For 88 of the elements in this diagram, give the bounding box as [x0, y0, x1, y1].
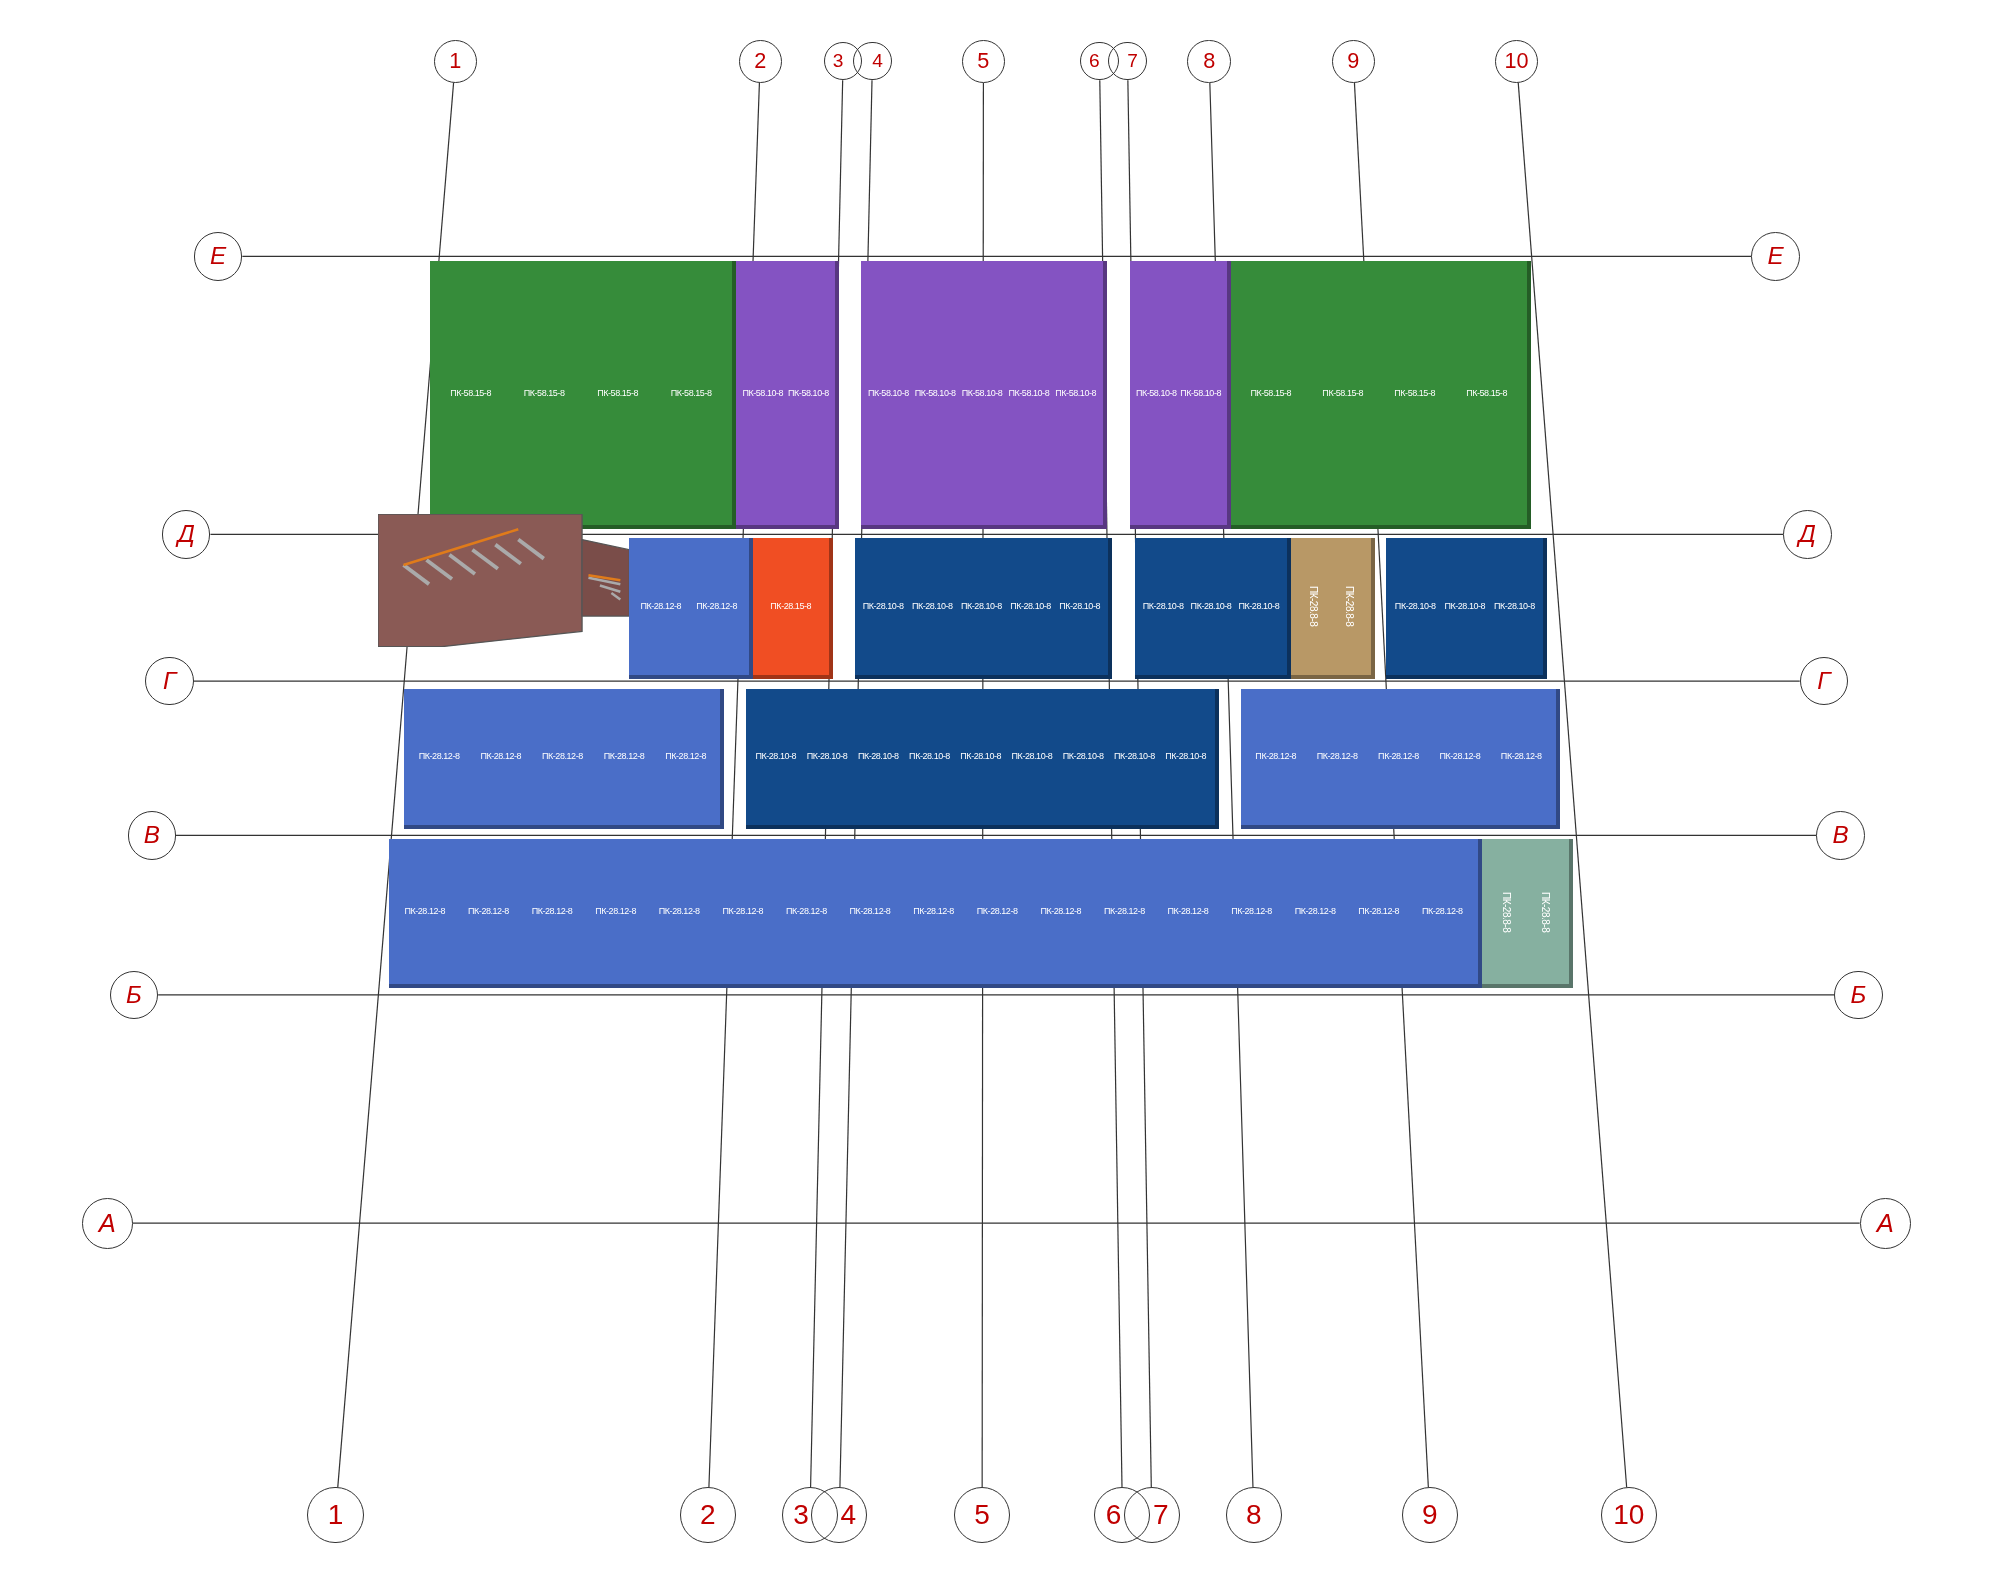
panel-mark: ПК-58.15-8: [1466, 388, 1507, 398]
panel-mark: ПК-28.12-8: [1439, 752, 1481, 762]
panel-mark: ПК-28.8-8: [1343, 586, 1354, 627]
slab-panel-group: [1135, 538, 1291, 679]
panel-mark: ПК-28.12-8: [1316, 752, 1358, 762]
panel-mark: ПК-28.12-8: [531, 907, 573, 917]
panel-mark: ПК-28.12-8: [665, 752, 706, 762]
slab-panel-group: [1130, 261, 1231, 530]
panel-mark: ПК-28.12-8: [1294, 907, 1336, 917]
panel-mark: ПК-58.15-8: [670, 388, 712, 398]
panel-mark: ПК-28.12-8: [640, 601, 682, 611]
panel-mark: ПК-28.12-8: [976, 907, 1018, 917]
panel-mark: ПК-28.12-8: [1421, 907, 1463, 917]
panel-mark: ПК-28.12-8: [1500, 752, 1542, 762]
panel-mark: ПК-28.10-8: [961, 601, 1002, 611]
panel-mark: ПК-28.10-8: [1444, 601, 1486, 611]
axis-marker: Г: [145, 656, 194, 706]
panel-mark: ПК-28.12-8: [542, 752, 583, 762]
slab-panel-group: [860, 261, 1108, 530]
panel-mark: ПК-58.15-8: [1394, 388, 1435, 398]
panel-mark: ПК-28.15-8: [770, 601, 812, 611]
slab-panel-group: [628, 538, 753, 679]
panel-mark: ПК-28.10-8: [960, 752, 1002, 762]
slab-panel-group: [854, 538, 1113, 679]
slab-panel-group: [389, 839, 1483, 989]
slab-panel-group: [404, 688, 725, 830]
panel-mark: ПК-58.15-8: [597, 388, 638, 398]
panel-mark: ПК-58.15-8: [523, 388, 565, 398]
panel-mark: ПК-58.10-8: [742, 388, 784, 398]
panel-mark: ПК-28.12-8: [480, 752, 522, 762]
panel-mark: ПК-28.10-8: [1190, 601, 1232, 611]
panel-mark: ПК-28.10-8: [806, 752, 848, 762]
panel-mark: ПК-28.10-8: [911, 601, 953, 611]
panel-mark: ПК-58.10-8: [961, 388, 1003, 398]
slab-panel-group: [746, 688, 1220, 830]
panel-mark: ПК-28.10-8: [862, 601, 904, 611]
panel-mark: ПК-28.12-8: [1358, 907, 1400, 917]
panel-mark: ПК-28.12-8: [722, 907, 764, 917]
panel-mark: ПК-28.12-8: [913, 907, 954, 917]
panel-mark: ПК-28.10-8: [1165, 752, 1206, 762]
slab-panel-group: [1386, 538, 1548, 679]
panel-mark: ПК-28.10-8: [1059, 601, 1100, 611]
panel-mark: ПК-28.10-8: [755, 752, 797, 762]
slab-panel-group: [1241, 688, 1560, 830]
panel-mark: ПК-58.10-8: [1135, 388, 1177, 398]
panel-mark: ПК-28.12-8: [1040, 907, 1082, 917]
panel-mark: ПК-28.10-8: [909, 752, 950, 762]
panel-mark: ПК-28.8-8: [1307, 586, 1318, 627]
panel-mark: ПК-28.10-8: [1142, 601, 1184, 611]
slab-panel-group: [1290, 538, 1375, 679]
panel-mark: ПК-28.10-8: [1394, 601, 1436, 611]
panel-mark: ПК-58.10-8: [1180, 388, 1221, 398]
panel-mark: ПК-28.8-8: [1500, 891, 1511, 932]
panel-mark: ПК-28.10-8: [1494, 601, 1535, 611]
panel-mark: ПК-58.15-8: [450, 388, 491, 398]
panel-mark: ПК-28.10-8: [857, 752, 899, 762]
panel-mark: ПК-28.10-8: [1011, 752, 1053, 762]
slab-panel-group: [429, 261, 736, 530]
panel-mark: ПК-28.12-8: [1231, 907, 1272, 917]
panel-mark: ПК-28.12-8: [1167, 907, 1209, 917]
panel-mark: ПК-58.15-8: [1250, 388, 1292, 398]
panel-mark: ПК-28.12-8: [468, 907, 509, 917]
panel-mark: ПК-28.12-8: [404, 907, 446, 917]
panel-mark: ПК-28.12-8: [603, 752, 645, 762]
panel-mark: ПК-58.15-8: [1322, 388, 1364, 398]
panel-mark: ПК-58.10-8: [1055, 388, 1097, 398]
panel-mark: ПК-28.12-8: [849, 907, 891, 917]
panel-mark: ПК-58.10-8: [1008, 388, 1050, 398]
panel-mark: ПК-28.12-8: [1255, 752, 1297, 762]
slab-panel-group: [752, 538, 833, 679]
panel-mark: ПК-28.10-8: [1062, 752, 1104, 762]
slab-panel-group: [735, 261, 840, 530]
panel-mark: ПК-28.12-8: [595, 907, 636, 917]
panel-mark: ПК-28.12-8: [786, 907, 827, 917]
panel-mark: ПК-58.10-8: [914, 388, 956, 398]
panel-mark: ПК-28.12-8: [658, 907, 700, 917]
panel-mark: ПК-28.10-8: [1114, 752, 1155, 762]
panel-mark: ПК-28.10-8: [1010, 601, 1051, 611]
panel-mark: ПК-58.10-8: [868, 388, 909, 398]
panel-mark: ПК-28.10-8: [1238, 601, 1280, 611]
panel-mark: ПК-28.8-8: [1540, 891, 1550, 932]
panel-mark: ПК-28.12-8: [1103, 907, 1145, 917]
slab-panel-group: [1230, 261, 1531, 530]
panel-mark: ПК-28.12-8: [696, 601, 737, 611]
panel-mark: ПК-28.12-8: [418, 752, 460, 762]
panel-mark: ПК-28.12-8: [1378, 752, 1419, 762]
slab-panel-group: [1482, 839, 1573, 989]
panel-mark: ПК-58.10-8: [788, 388, 829, 398]
